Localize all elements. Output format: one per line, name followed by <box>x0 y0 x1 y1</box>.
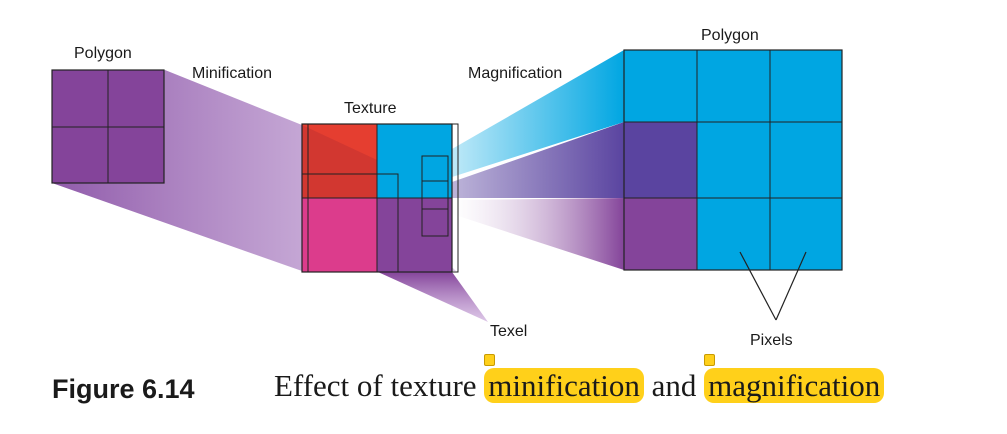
left-polygon-label: Polygon <box>74 45 132 62</box>
right-polygon-label: Polygon <box>701 27 759 44</box>
highlight-minification-text: minification <box>488 368 640 403</box>
caption-text-before: Effect of texture <box>274 368 477 403</box>
caption-text-middle: and <box>651 368 697 403</box>
highlight-magnification[interactable]: magnification <box>704 354 885 403</box>
texture-label: Texture <box>344 100 397 117</box>
magnification-projection-bottom <box>452 198 624 270</box>
pixels-pointer <box>739 251 807 321</box>
texel-projection <box>378 272 488 322</box>
texture-grid <box>301 123 459 273</box>
caption-text: Effect of texture minification and magni… <box>274 354 885 404</box>
figure-number: Figure 6.14 <box>52 374 195 404</box>
annotation-pin-icon[interactable] <box>704 354 716 366</box>
right-polygon <box>623 49 843 271</box>
minification-label: Minification <box>192 65 272 82</box>
magnification-label: Magnification <box>468 65 562 82</box>
magnification-projection-middle <box>452 122 624 198</box>
texel-label: Texel <box>490 323 527 340</box>
pixels-label: Pixels <box>750 332 793 349</box>
magnification-projection-top <box>452 50 624 177</box>
highlight-minification[interactable]: minification <box>484 354 644 403</box>
left-polygon <box>51 69 165 184</box>
highlight-magnification-text: magnification <box>708 368 881 403</box>
annotation-pin-icon[interactable] <box>484 354 496 366</box>
